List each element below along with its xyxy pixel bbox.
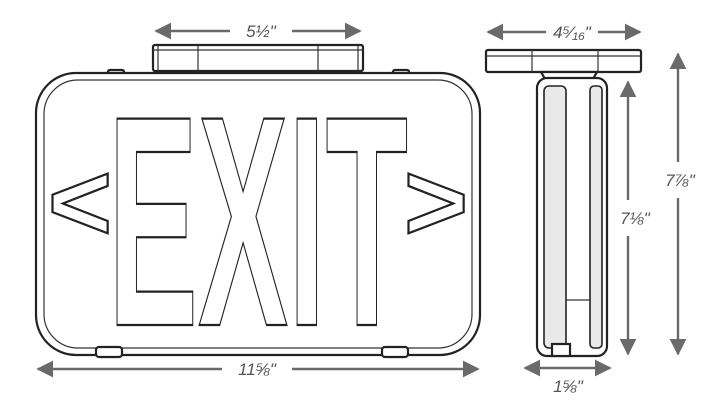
label-side-top-width: 4⁵⁄₁₆" bbox=[553, 23, 592, 42]
dimension-labels: 5½" 11⅝" 4⁵⁄₁₆" 7⅛" 7⅞" 1⅝" bbox=[238, 22, 696, 396]
front-bottom-nub-right bbox=[380, 345, 410, 359]
side-body-rear-face bbox=[589, 85, 603, 349]
front-bottom-nub-left bbox=[94, 345, 124, 359]
label-top-width: 5½" bbox=[246, 22, 277, 41]
side-canopy bbox=[484, 48, 643, 74]
side-view bbox=[484, 48, 643, 358]
front-canopy bbox=[151, 43, 365, 73]
label-side-overall-height: 7⅞" bbox=[665, 171, 696, 190]
front-housing-outer bbox=[34, 71, 482, 357]
chevron-right-icon: > bbox=[404, 141, 468, 264]
label-overall-width: 11⅝" bbox=[238, 360, 277, 379]
front-view: EXIT < > bbox=[34, 43, 482, 390]
dimension-lines bbox=[36, 22, 687, 378]
front-housing-inner bbox=[43, 79, 473, 349]
side-body-front-face bbox=[543, 85, 567, 349]
label-side-depth: 1⅝" bbox=[553, 377, 584, 396]
chevron-left-icon: < bbox=[48, 141, 112, 264]
exit-legend: EXIT bbox=[108, 53, 408, 389]
side-bottom-switch bbox=[550, 342, 572, 358]
label-side-body-height: 7⅛" bbox=[620, 209, 651, 228]
